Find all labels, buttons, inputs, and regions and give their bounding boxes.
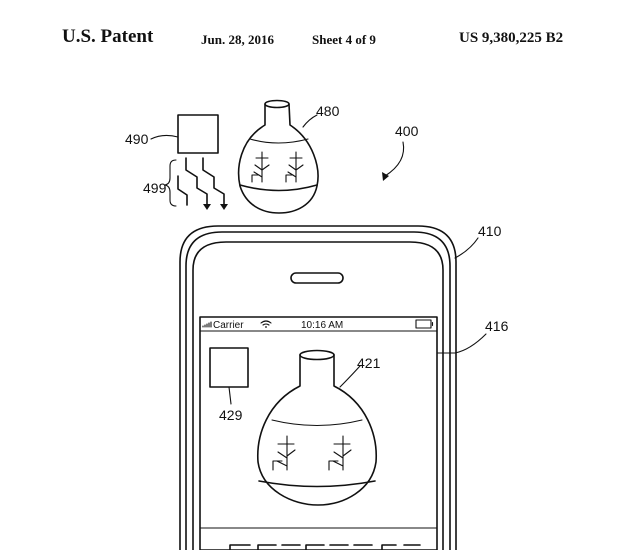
wifi-icon (260, 320, 272, 326)
leader-480 (302, 114, 318, 128)
leader-490 (150, 134, 179, 140)
phone-device (179, 225, 457, 550)
patent-label: U.S. Patent (62, 26, 154, 47)
leader-410 (454, 237, 479, 259)
leader-429 (228, 386, 232, 405)
ref-410: 410 (478, 223, 502, 239)
ref-429: 429 (219, 407, 243, 423)
leader-421 (339, 365, 361, 388)
sheet-number: Sheet 4 of 9 (312, 32, 376, 47)
battery-icon (415, 319, 432, 329)
screen-device-box (209, 347, 249, 388)
carrier-label: Carrier (213, 320, 244, 331)
ref-480: 480 (316, 103, 340, 119)
status-time: 10:16 AM (301, 320, 343, 331)
screen (199, 316, 438, 550)
brace-499 (164, 159, 177, 207)
ref-400: 400 (395, 123, 419, 139)
leader-400 (384, 141, 405, 177)
screen-flask-421 (257, 349, 377, 506)
ref-490: 490 (125, 131, 149, 147)
speaker-slot (290, 272, 344, 284)
status-bar: Carrier 10:16 AM (202, 319, 434, 331)
patent-number: US 9,380,225 B2 (459, 30, 564, 46)
arrow-400 (382, 172, 389, 181)
ref-416: 416 (485, 318, 509, 334)
signal-waves (177, 157, 228, 210)
leader-416 (436, 333, 487, 354)
cropped-screen-text (229, 544, 421, 550)
flask-480 (237, 99, 319, 214)
patent-date: Jun. 28, 2016 (201, 32, 274, 47)
ref-499: 499 (143, 180, 167, 196)
emitter-box (177, 114, 219, 154)
ref-421: 421 (357, 355, 381, 371)
